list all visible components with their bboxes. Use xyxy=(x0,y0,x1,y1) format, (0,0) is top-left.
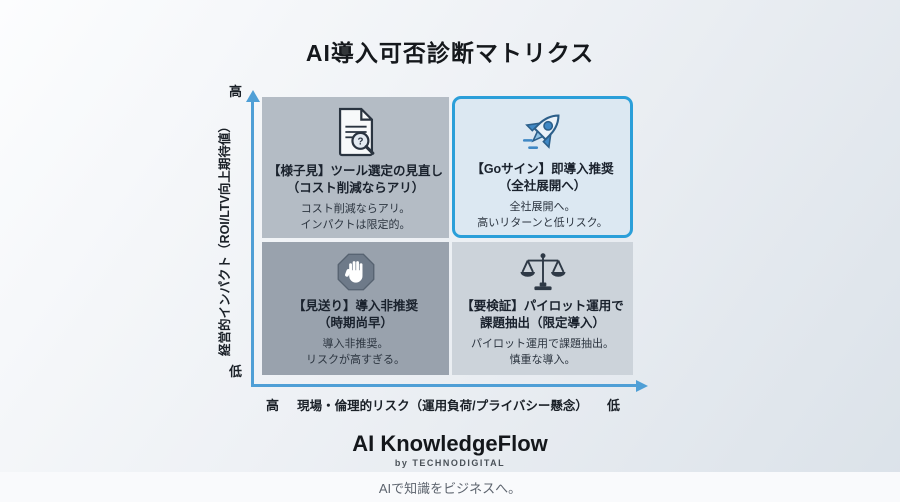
svg-text:?: ? xyxy=(357,136,363,147)
quadrant-desc: 全社展開へ。 高いリターンと低リスク。 xyxy=(477,200,608,229)
quadrant-go-sign: 【Goサイン】即導入推奨 （全社展開へ） 全社展開へ。 高いリターンと低リスク。 xyxy=(452,96,633,238)
page-title: AI導入可否診断マトリクス xyxy=(305,40,595,66)
x-axis-arrow-icon xyxy=(636,379,648,392)
scales-icon xyxy=(520,251,566,293)
y-axis-low-label: 低 xyxy=(229,364,243,379)
x-axis-line xyxy=(251,384,638,387)
quadrant-title: 【様子見】ツール選定の見直し （コスト削減ならアリ） xyxy=(268,164,444,195)
footer-strip: AIで知識をビジネスへ。 xyxy=(0,472,900,502)
brand-byline: by TECHNODIGITAL xyxy=(394,458,506,468)
quadrant-title: 【要検証】パイロット運用で 課題抽出（限定導入） xyxy=(461,299,624,330)
footer-tagline: AIで知識をビジネスへ。 xyxy=(378,480,522,496)
rocket-icon xyxy=(518,106,568,156)
quadrant-title: 【見送り】導入非推奨 （時期尚早） xyxy=(292,299,418,330)
quadrant-needs-validation: 【要検証】パイロット運用で 課題抽出（限定導入） パイロット運用で課題抽出。 慎… xyxy=(452,242,633,375)
brand-name: AI KnowledgeFlow xyxy=(352,431,548,456)
quadrant-desc: パイロット運用で課題抽出。 慎重な導入。 xyxy=(471,337,614,366)
document-magnifier-icon: ? xyxy=(333,106,379,158)
quadrant-wait-and-see: ? 【様子見】ツール選定の見直し （コスト削減ならアリ） コスト削減ならアリ。 … xyxy=(262,97,449,238)
x-axis-label: 現場・倫理的リスク（運用負荷/プライバシー懸念） xyxy=(297,399,588,413)
y-axis-label: 経営的インパクト（ROI/LTV向上期待値） xyxy=(218,120,232,356)
x-axis-high-label: 高 xyxy=(266,398,280,413)
stop-hand-icon xyxy=(335,251,377,293)
x-axis-low-label: 低 xyxy=(607,398,621,413)
quadrant-desc: コスト削減ならアリ。 インパクトは限定的。 xyxy=(300,202,411,231)
quadrant-title: 【Goサイン】即導入推奨 （全社展開へ） xyxy=(471,162,614,193)
y-axis-arrow-icon xyxy=(245,90,260,102)
y-axis-line xyxy=(251,101,254,385)
quadrant-desc: 導入非推奨。 リスクが高すぎる。 xyxy=(306,337,405,366)
y-axis-high-label: 高 xyxy=(229,84,243,99)
quadrant-postpone: 【見送り】導入非推奨 （時期尚早） 導入非推奨。 リスクが高すぎる。 xyxy=(262,242,449,375)
